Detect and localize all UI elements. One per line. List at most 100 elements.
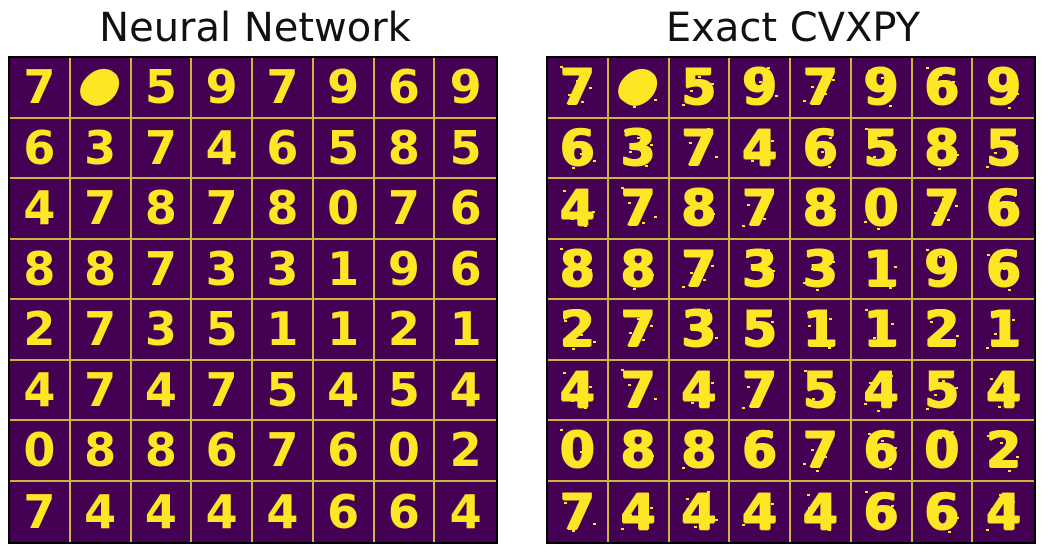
noise-speck [742,406,746,409]
noise-speck [632,106,636,108]
digit-glyph: 7 [620,360,656,419]
digit-glyph: 7 [84,302,117,357]
digit-cell: 7 [70,360,132,421]
noise-speck [637,85,641,87]
noise-speck [925,248,929,251]
digit-cell: 6 [851,421,913,482]
noise-speck [954,386,958,389]
noise-speck [568,275,571,278]
digit-cell: 4 [435,482,496,543]
digit-glyph: 5 [144,60,177,115]
digit-cell: 5 [313,118,375,179]
digit-cell: 4 [192,118,253,179]
noise-speck [627,202,631,204]
noise-speck [877,497,881,500]
noise-speck [755,371,759,374]
noise-speck [812,216,815,218]
noise-speck [933,212,937,214]
digit-cell: 8 [791,179,852,240]
digit-glyph: 8 [620,239,656,298]
noise-speck [584,406,587,409]
noise-speck [693,344,697,346]
digit-cell: 7 [70,300,132,361]
noise-speck [941,379,945,382]
digit-cell: 8 [608,239,670,300]
digit-glyph: 8 [144,181,177,236]
noise-speck [706,127,710,130]
noise-speck [747,385,751,388]
noise-speck [929,502,933,505]
noise-speck [863,221,867,223]
noise-speck [999,493,1003,496]
noise-speck [571,218,574,220]
noise-speck [930,451,934,453]
noise-speck [938,437,942,439]
digit-glyph: 3 [802,239,838,298]
noise-speck [710,83,714,85]
noise-speck [999,312,1003,314]
noise-speck [955,516,959,519]
noise-speck [767,430,771,432]
digit-cell: 4 [851,360,913,421]
digit-cell: 6 [730,421,791,482]
digit-glyph: 2 [387,302,420,357]
digit-cell: 7 [253,421,314,482]
noise-speck [649,506,653,509]
digit-cell: 9 [313,58,375,119]
digit-cell: 3 [669,300,731,361]
digit-glyph: 1 [327,302,360,357]
digit-glyph: 7 [84,181,117,236]
noise-speck [990,79,994,81]
noise-speck [946,219,950,221]
noise-speck [771,139,775,142]
noise-speck [867,70,871,72]
noise-speck [636,318,640,320]
noise-speck [937,284,941,287]
noise-speck [564,320,567,322]
noise-speck [893,447,897,449]
noise-speck [710,264,714,267]
noise-speck [620,187,624,189]
noise-speck [885,344,889,346]
digit-glyph: 0 [23,423,56,478]
digit-glyph: 8 [620,421,656,480]
noise-speck [697,76,701,78]
digit-cell: 3 [791,239,852,300]
noise-speck [593,159,596,162]
noise-speck [629,462,633,464]
digit-glyph: 8 [23,241,56,296]
noise-speck [808,325,811,327]
noise-speck [937,466,941,468]
noise-speck [811,267,814,270]
digit-glyph: 6 [327,423,360,478]
digit-cell: 6 [435,179,496,240]
noise-speck [881,90,885,92]
digit-cell: 9 [851,58,913,119]
digit-cell: 2 [912,300,974,361]
digit-glyph: 6 [387,484,420,539]
digit-cell: 4 [973,361,1034,421]
noise-speck [698,504,702,507]
digit-cell: 1 [791,300,852,361]
noise-speck [714,155,718,158]
digit-cell: 1 [851,300,913,361]
noise-speck [710,381,714,384]
noise-speck [808,143,811,146]
digit-cell: 9 [973,58,1034,119]
noise-speck [942,328,946,330]
digit-cell: 7 [730,179,791,240]
digit-glyph: 5 [924,360,960,419]
digit-glyph: 1 [327,241,360,296]
noise-speck [760,392,764,395]
noise-speck [1008,470,1012,472]
digit-glyph: 5 [205,302,238,357]
noise-speck [828,528,831,531]
noise-speck [755,190,759,192]
noise-speck [941,198,945,200]
digit-glyph: 4 [742,118,778,177]
noise-speck [697,193,701,195]
panel-title: Exact CVXPY [665,5,921,51]
noise-speck [946,400,950,403]
noise-speck [824,274,827,277]
